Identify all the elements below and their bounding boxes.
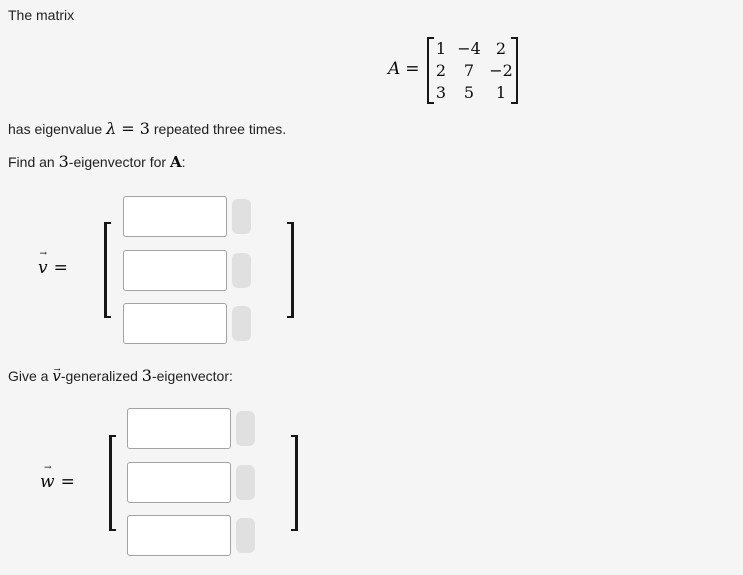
equals-sign: = [53, 258, 68, 278]
v-component-3-preview-button[interactable] [232, 306, 251, 341]
eigenvalue-value: 3 [139, 119, 150, 138]
w-component-row [127, 462, 255, 503]
w-component-1-input[interactable] [127, 408, 231, 449]
matrix-entries: 1 −4 2 2 7 −2 3 5 1 [435, 38, 513, 104]
find-eigenvector-prompt: Find an 3-eigenvector for A: [8, 152, 185, 172]
equals-sign: = [60, 472, 75, 492]
w-component-3-preview-button[interactable] [236, 518, 255, 553]
matrix-cell: 3 [435, 83, 447, 102]
w-component-row [127, 408, 255, 449]
v-symbol: →v [38, 249, 48, 278]
w-component-2-input[interactable] [127, 462, 231, 503]
eigenvalue-text-suffix: repeated three times. [149, 121, 287, 137]
eigenvalue-number: 3 [58, 152, 69, 171]
v-right-bracket [287, 222, 294, 318]
matrix-cell: 2 [495, 39, 507, 58]
lambda-symbol: λ [106, 119, 117, 138]
v-component-2-preview-button[interactable] [232, 253, 251, 288]
matrix-cell: 2 [435, 61, 447, 80]
generalized-eigenvector-prompt: Give a →v-generalized 3-eigenvector: [8, 365, 233, 386]
w-component-2-preview-button[interactable] [236, 465, 255, 500]
v-component-1-input[interactable] [123, 196, 227, 237]
v-component-row [123, 196, 251, 237]
generalized-text-middle: -generalized [60, 368, 142, 384]
vector-arrow-accent: → [44, 463, 51, 473]
w-right-bracket [291, 435, 298, 531]
generalized-text-prefix: Give a [8, 368, 53, 384]
find-text-prefix: Find an [8, 154, 59, 170]
v-component-1-preview-button[interactable] [232, 199, 251, 234]
matrix-cell: 1 [435, 39, 447, 58]
v-component-row [123, 303, 251, 344]
find-text-suffix: : [181, 154, 186, 170]
v-letter: v [52, 367, 61, 385]
w-symbol: →w [40, 463, 55, 492]
equals-sign: = [405, 59, 420, 79]
matrix-cell: −4 [457, 39, 481, 58]
eigenvalue-statement: has eigenvalue λ = 3 repeated three time… [8, 119, 286, 139]
equals-sign: = [116, 119, 140, 138]
v-label: →v = [38, 249, 68, 278]
w-component-1-preview-button[interactable] [236, 411, 255, 446]
matrix-cell: 7 [463, 61, 475, 80]
w-label: →w = [40, 463, 75, 492]
v-component-row [123, 250, 251, 291]
matrix-label: A = [388, 59, 420, 79]
eigenvalue-text-prefix: has eigenvalue [8, 121, 107, 137]
w-component-row [127, 515, 255, 556]
matrix-cell: 5 [463, 83, 475, 102]
eigenvalue-number: 3 [141, 366, 152, 385]
w-left-bracket [109, 435, 116, 531]
find-text-middle: -eigenvector for [68, 154, 170, 170]
vector-arrow-accent: → [53, 365, 61, 374]
v-symbol-inline: →v [52, 365, 61, 386]
v-left-bracket [104, 222, 111, 318]
generalized-text-suffix: -eigenvector: [151, 368, 233, 384]
matrix-left-bracket [427, 37, 434, 104]
vector-arrow-accent: → [39, 249, 47, 259]
matrix-symbol: A [388, 59, 401, 79]
w-component-3-input[interactable] [127, 515, 231, 556]
matrix-right-bracket [511, 37, 518, 104]
matrix-symbol-bold: A [169, 153, 182, 171]
v-component-3-input[interactable] [123, 303, 227, 344]
matrix-cell: −2 [489, 61, 513, 80]
intro-text: The matrix [8, 7, 75, 23]
matrix-cell: 1 [495, 83, 507, 102]
v-component-2-input[interactable] [123, 250, 227, 291]
v-letter: v [38, 258, 48, 278]
w-letter: w [40, 472, 55, 492]
